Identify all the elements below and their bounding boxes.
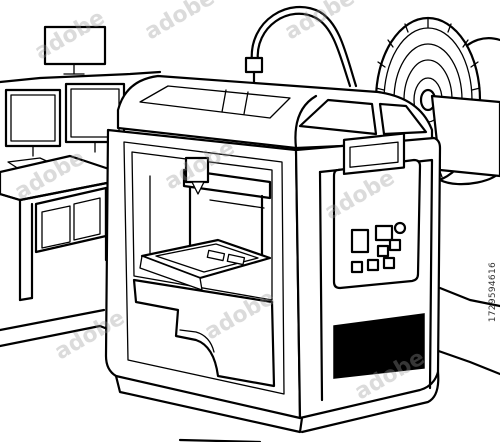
vent-panel	[333, 313, 425, 379]
watermark-text: adobe	[141, 0, 220, 45]
printer-body	[104, 74, 442, 434]
print-chamber	[139, 156, 272, 291]
control-panel	[332, 132, 422, 290]
stock-id-label: 1729594616	[488, 262, 498, 323]
wall-monitor	[43, 25, 107, 75]
floor-platform	[0, 286, 500, 442]
workstation-desk	[0, 70, 162, 302]
